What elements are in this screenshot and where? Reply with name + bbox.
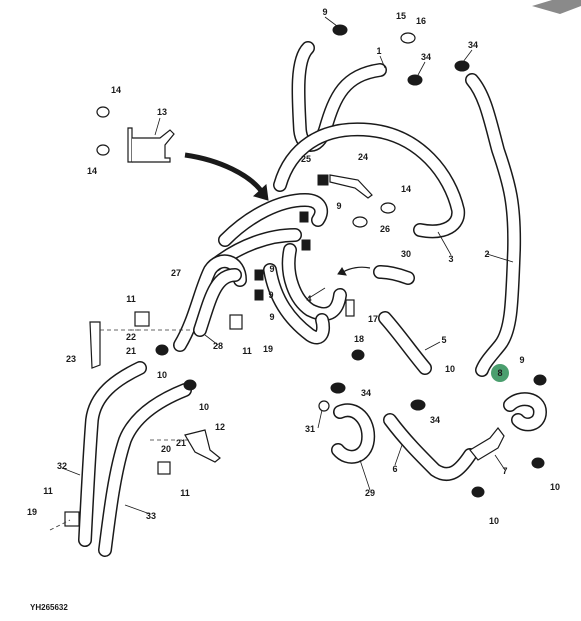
callout: 4 xyxy=(306,294,311,304)
callout: 9 xyxy=(336,201,341,211)
callout: 5 xyxy=(441,335,446,345)
hose-bundle-27 xyxy=(173,193,329,352)
callout: 7 xyxy=(502,466,507,476)
hose-8 xyxy=(503,392,547,432)
callout: 18 xyxy=(354,334,364,344)
callout: 12 xyxy=(215,422,225,432)
callout: 21 xyxy=(126,346,136,356)
leader-lines xyxy=(61,16,514,515)
callout: 10 xyxy=(157,370,167,380)
callout: 27 xyxy=(171,268,181,278)
callout: 34 xyxy=(361,388,371,398)
callout: 10 xyxy=(550,482,560,492)
callout: 19 xyxy=(27,507,37,517)
callout: 29 xyxy=(365,488,375,498)
callout: 22 xyxy=(126,332,136,342)
callout: 11 xyxy=(43,486,53,496)
bracket-12 xyxy=(184,429,221,463)
direction-arrow xyxy=(184,152,265,194)
arrow-head-icon xyxy=(253,183,269,201)
callout: 23 xyxy=(66,354,76,364)
callout: 25 xyxy=(301,154,311,164)
hose-3 xyxy=(273,122,466,239)
callout: 10 xyxy=(445,364,455,374)
callout: 11 xyxy=(180,488,190,498)
callout: 16 xyxy=(416,16,426,26)
callout: 9 xyxy=(519,355,524,365)
callout: 24 xyxy=(358,152,368,162)
callout: 1 xyxy=(376,46,381,56)
callout: 9 xyxy=(268,290,273,300)
callout: 34 xyxy=(430,415,440,425)
callout: 13 xyxy=(157,107,167,117)
hose-30 xyxy=(373,265,415,285)
bracket-24 xyxy=(329,174,373,199)
callout: 6 xyxy=(392,464,397,474)
clamps xyxy=(64,24,547,527)
highlight-label: 8 xyxy=(497,368,502,378)
callout: 3 xyxy=(448,254,453,264)
callout: 9 xyxy=(269,312,274,322)
hose-5 xyxy=(378,311,432,375)
callout: 34 xyxy=(421,52,431,62)
callout: 14 xyxy=(111,85,121,95)
callout: 9 xyxy=(269,264,274,274)
hose-32 xyxy=(78,361,147,547)
callout: 33 xyxy=(146,511,156,521)
callout: 15 xyxy=(396,11,406,21)
callout: 11 xyxy=(126,294,136,304)
hose-6 xyxy=(383,413,477,481)
callout: 34 xyxy=(468,40,478,50)
hose-29 xyxy=(331,403,376,464)
highlight-marker xyxy=(491,364,509,382)
callout: 30 xyxy=(401,249,411,259)
callout: 32 xyxy=(57,461,67,471)
callout: 10 xyxy=(489,516,499,526)
callout: 2 xyxy=(484,249,489,259)
fitting-7 xyxy=(469,427,505,461)
callout: 28 xyxy=(213,341,223,351)
hose-33 xyxy=(98,383,192,557)
page-corner-icon[interactable] xyxy=(532,0,581,14)
callout: 26 xyxy=(380,224,390,234)
callout: 9 xyxy=(322,7,327,17)
callout: 31 xyxy=(305,424,315,434)
dashed-leaders xyxy=(49,329,190,531)
bracket-23 xyxy=(89,321,101,369)
callout: 17 xyxy=(368,314,378,324)
figure-caption: YH265632 xyxy=(30,603,68,612)
hose-4 xyxy=(263,243,347,345)
bracket-13 xyxy=(127,127,175,163)
callout: 20 xyxy=(161,444,171,454)
callout: 14 xyxy=(87,166,97,176)
highlighted-callout-8[interactable]: 8 xyxy=(491,364,509,382)
callout: 21 xyxy=(176,438,186,448)
callout: 10 xyxy=(199,402,209,412)
callout: 14 xyxy=(401,184,411,194)
callout: 19 xyxy=(263,344,273,354)
callout: 11 xyxy=(242,346,252,356)
hose-2 xyxy=(465,73,522,377)
callout-labels: 9 15 16 1 34 34 14 13 14 25 24 14 9 26 3… xyxy=(27,7,560,526)
